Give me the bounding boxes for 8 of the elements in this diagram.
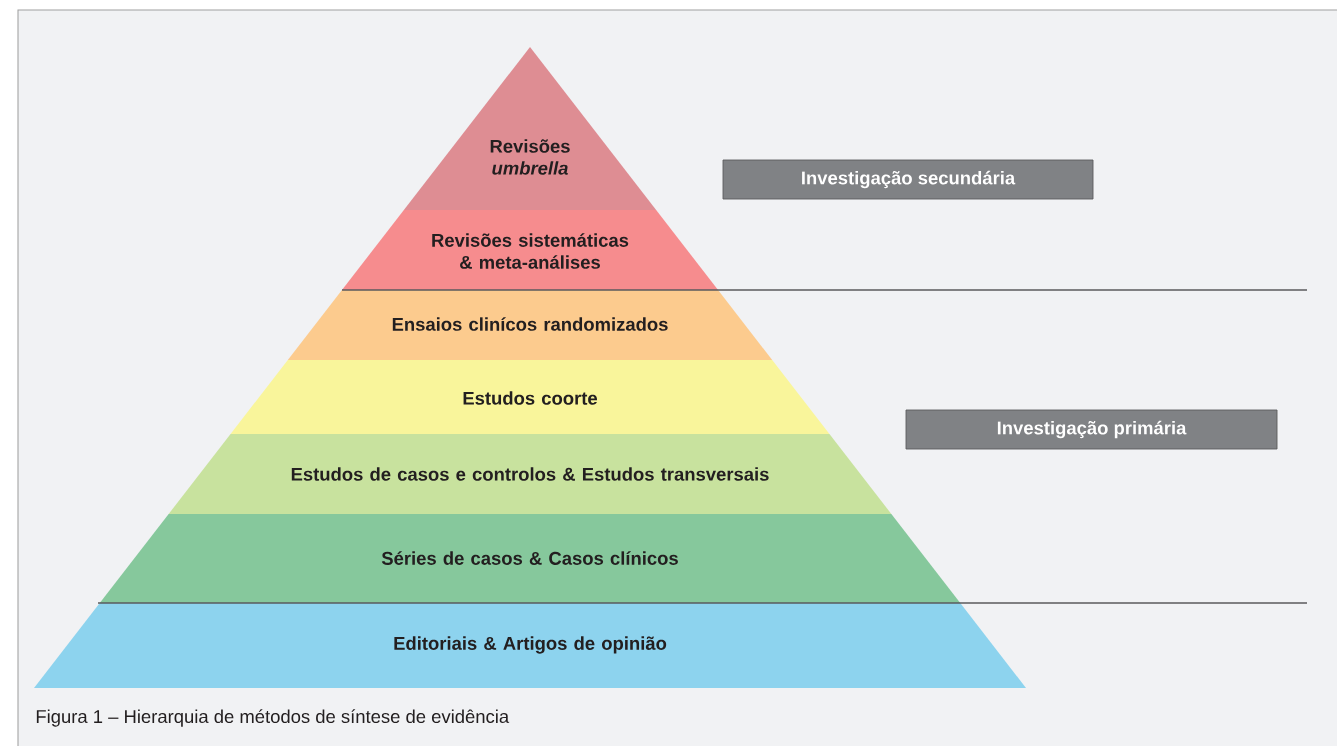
- pyramid-band: Revisões umbrella: [403, 47, 657, 210]
- pyramid-band: Editoriais & Artigos de opinião: [34, 603, 1026, 688]
- category-box: Investigação secundária: [722, 159, 1094, 200]
- category-box: Investigação primária: [905, 409, 1278, 450]
- pyramid-band: Estudos de casos e controlos & Estudos transversais: [168, 434, 892, 514]
- pyramid-band: Revisões sistemáticas & meta-análises: [341, 210, 719, 290]
- pyramid-band: Ensaios clinícos randomizados: [287, 290, 773, 360]
- figure-caption: Figura 1 – Hierarquia de métodos de síntese de evidência: [36, 709, 510, 727]
